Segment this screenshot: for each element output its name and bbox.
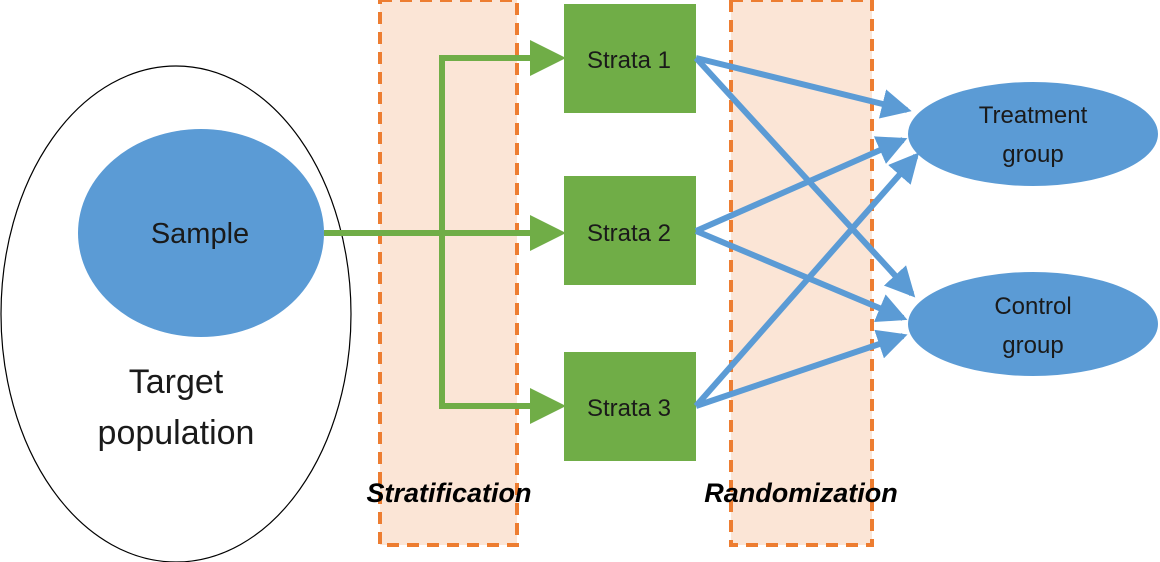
- arrow-strata1-to-control: [693, 55, 916, 298]
- treatment-group-ellipse: [908, 82, 1158, 186]
- target-population-label-line2: population: [98, 414, 255, 452]
- strata-3-box: [564, 352, 696, 461]
- stratification-label: Stratification: [366, 478, 531, 508]
- treatment-group-label-line2: group: [1002, 141, 1063, 168]
- strata-3-label: Strata 3: [587, 395, 671, 422]
- strata-1-box: [564, 4, 696, 113]
- strata-2-box: [564, 176, 696, 285]
- randomization-label: Randomization: [704, 478, 898, 508]
- control-group-label-line1: Control: [994, 293, 1071, 320]
- control-group-ellipse: [908, 272, 1158, 376]
- sample-ellipse: [78, 129, 324, 337]
- strata-1-label: Strata 1: [587, 47, 671, 74]
- stratification-panel: [378, 0, 519, 547]
- arrow-strata3-to-control: [695, 329, 908, 409]
- stratification-connectors: [324, 40, 566, 424]
- sample-label: Sample: [151, 218, 249, 250]
- strata-2-label: Strata 2: [587, 220, 671, 247]
- target-population-label-line1: Target: [129, 363, 224, 401]
- control-group-label-line2: group: [1002, 332, 1063, 359]
- arrow-strata2-to-treatment: [694, 136, 908, 234]
- arrow-strata1-to-treatment: [695, 55, 912, 119]
- arrow-strata2-to-control: [694, 228, 908, 323]
- treatment-group-label-line1: Treatment: [979, 102, 1088, 129]
- randomization-arrows: [693, 55, 920, 409]
- arrow-strata3-to-treatment: [693, 152, 920, 408]
